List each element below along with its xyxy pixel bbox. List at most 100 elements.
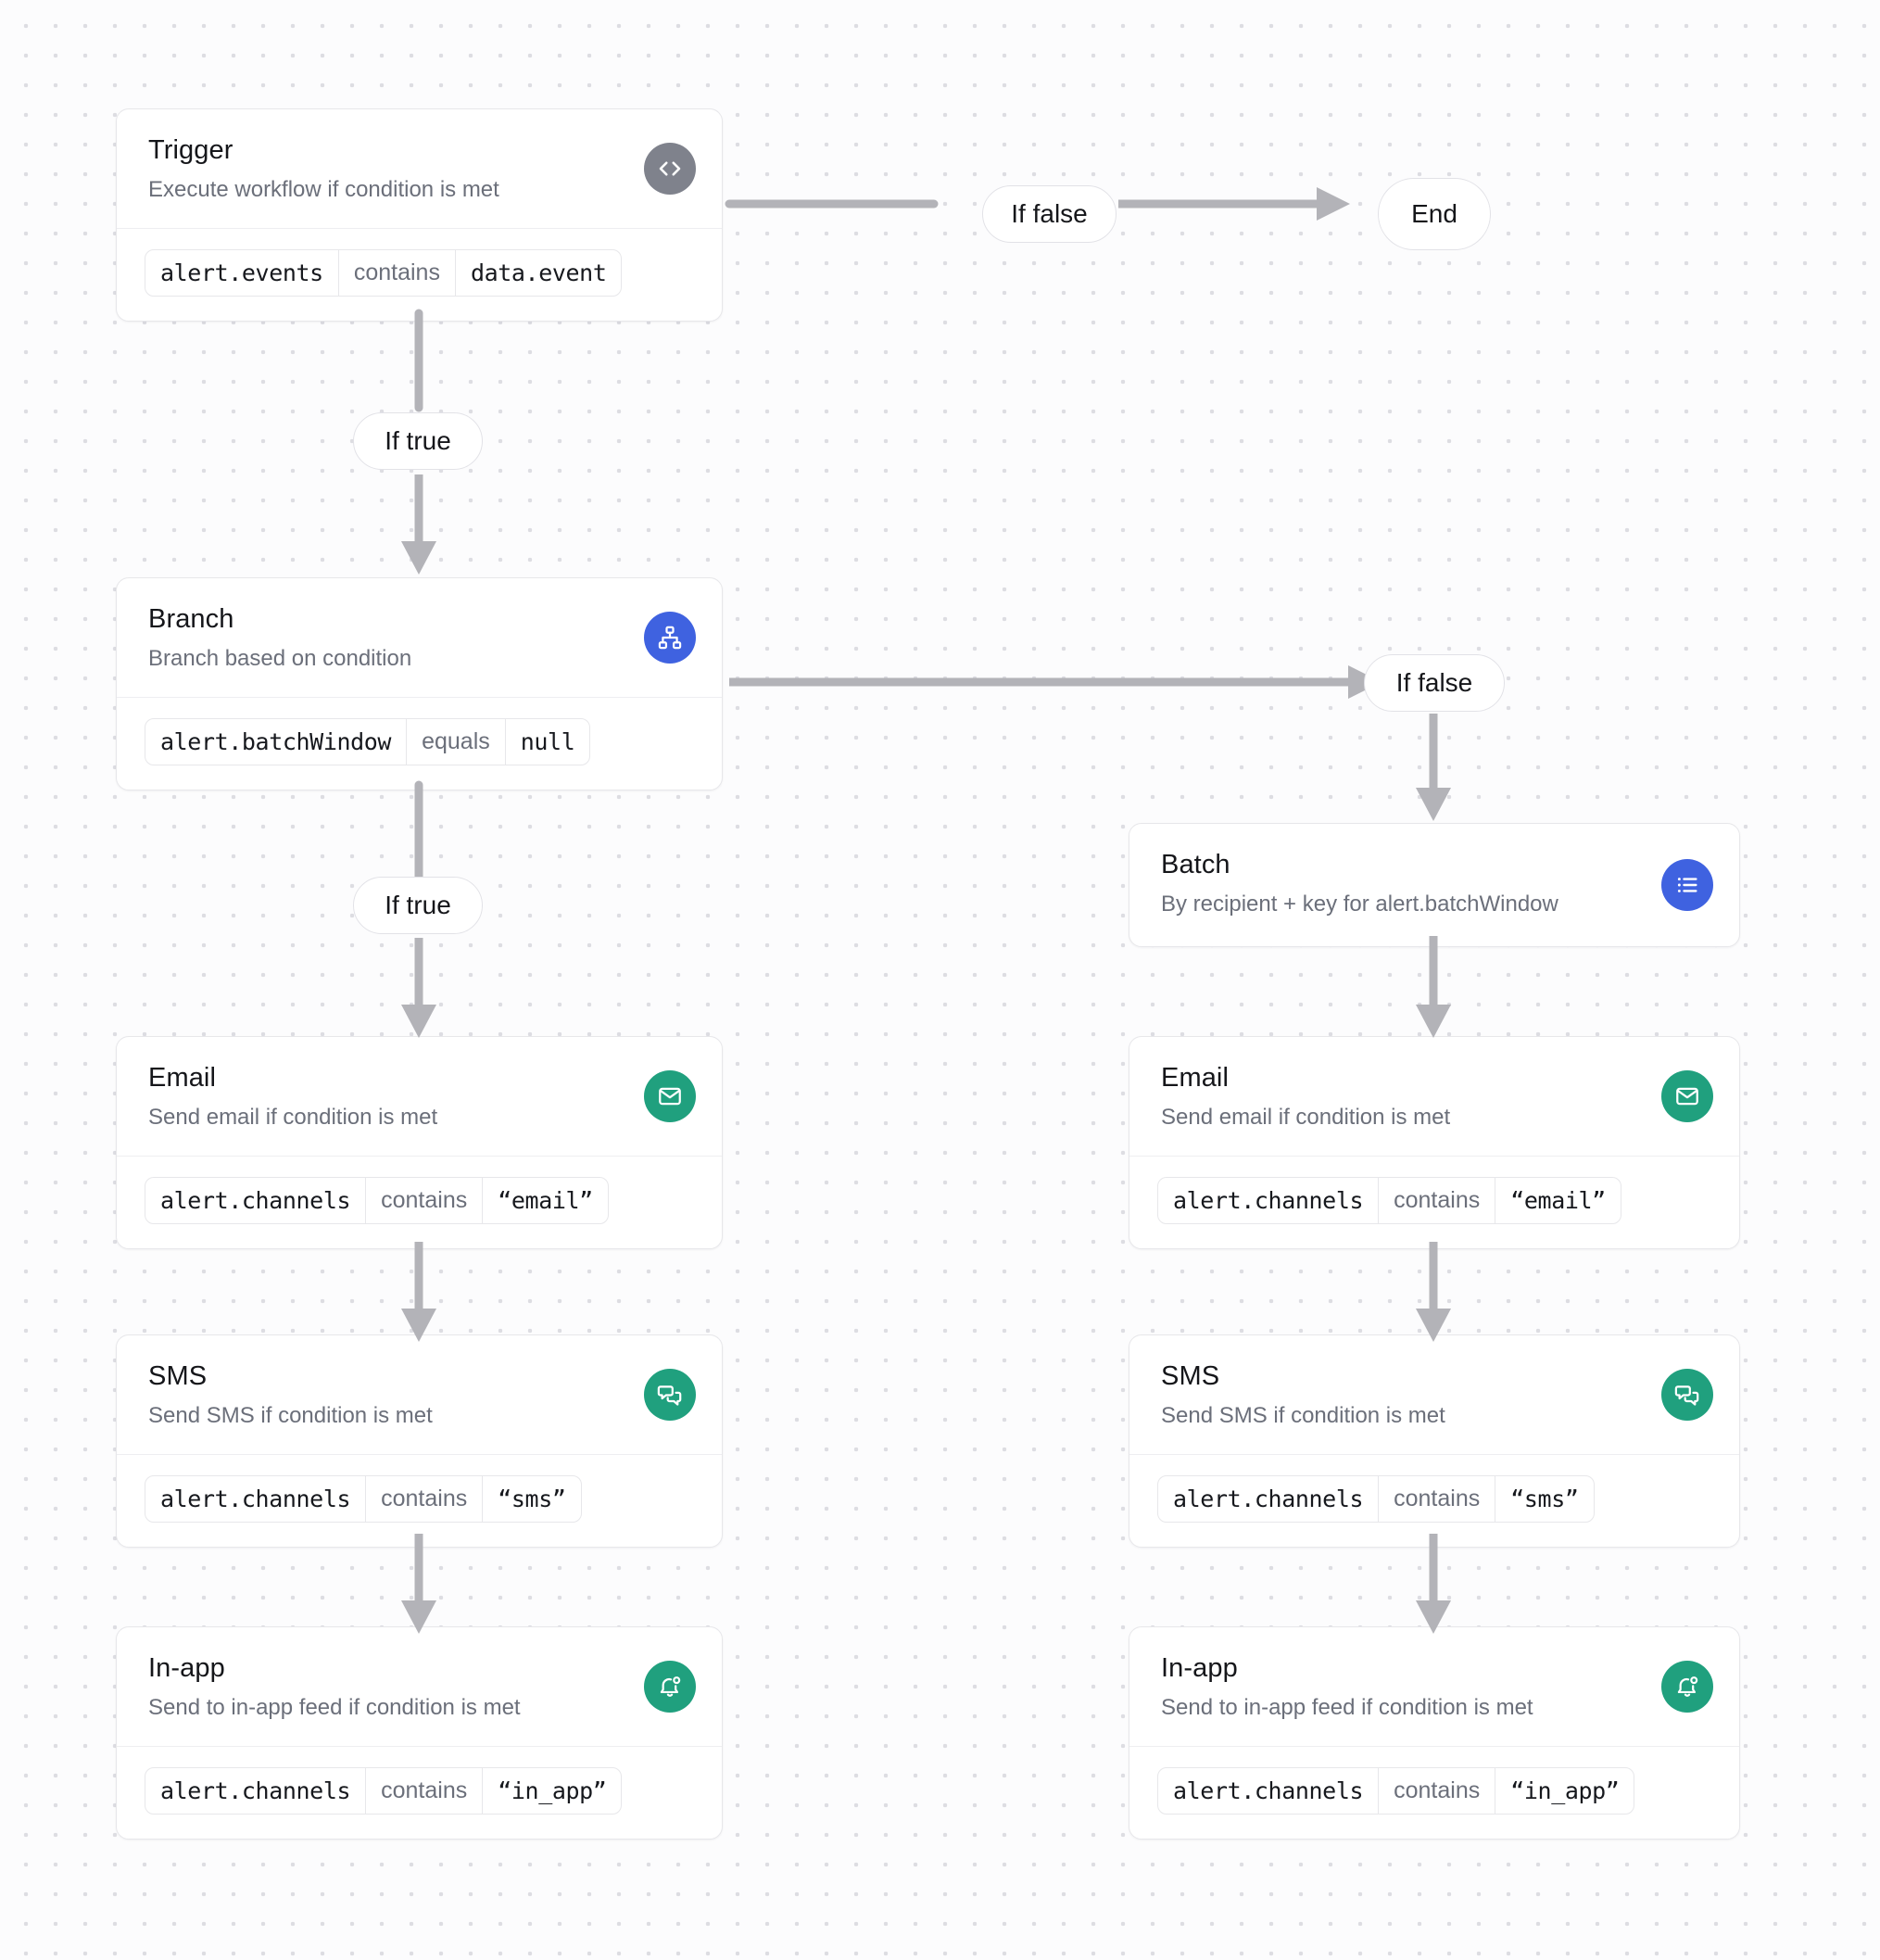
condition-value: data.event bbox=[470, 259, 607, 287]
node-sms-left-condition[interactable]: alert.channels contains “sms” bbox=[117, 1454, 722, 1547]
node-inapp-right-title: In-app bbox=[1161, 1653, 1238, 1683]
condition-field: alert.channels bbox=[1173, 1187, 1364, 1215]
node-email-right-subtitle: Send email if condition is met bbox=[1161, 1105, 1451, 1131]
node-inapp-left-header: In-app Send to in-app feed if condition … bbox=[117, 1627, 722, 1746]
edge-label-text: If true bbox=[385, 891, 451, 919]
chat-bubbles-icon bbox=[644, 1369, 696, 1422]
edge-label-trigger-if-false[interactable]: If false bbox=[982, 185, 1117, 243]
node-trigger-title: Trigger bbox=[148, 135, 233, 165]
node-email-right-condition[interactable]: alert.channels contains “email” bbox=[1129, 1156, 1739, 1248]
condition-value: “in_app” bbox=[498, 1777, 607, 1805]
edge-label-text: If true bbox=[385, 426, 451, 455]
edge-label-branch-if-true[interactable]: If true bbox=[353, 877, 483, 934]
edge-email-to-sms-left bbox=[398, 1242, 439, 1344]
node-batch-header: Batch By recipient + key for alert.batch… bbox=[1129, 824, 1739, 946]
edge-iftrue-to-branch bbox=[398, 474, 439, 576]
node-email-left-header: Email Send email if condition is met bbox=[117, 1037, 722, 1156]
node-batch[interactable]: Batch By recipient + key for alert.batch… bbox=[1129, 823, 1740, 948]
node-email-right[interactable]: Email Send email if condition is met ale… bbox=[1129, 1036, 1740, 1250]
condition-group[interactable]: alert.channels contains “sms” bbox=[1157, 1475, 1595, 1524]
node-inapp-right-header: In-app Send to in-app feed if condition … bbox=[1129, 1627, 1739, 1746]
condition-group[interactable]: alert.channels contains “email” bbox=[1157, 1177, 1621, 1225]
condition-value: “sms” bbox=[1510, 1486, 1579, 1513]
condition-operator: contains bbox=[365, 1178, 484, 1224]
edge-email-to-sms-right bbox=[1413, 1242, 1454, 1344]
node-branch-condition[interactable]: alert.batchWindow equals null bbox=[117, 697, 722, 790]
node-sms-right-title: SMS bbox=[1161, 1361, 1220, 1391]
condition-group[interactable]: alert.channels contains “email” bbox=[145, 1177, 609, 1225]
edge-label-branch-if-false[interactable]: If false bbox=[1364, 654, 1505, 712]
condition-group[interactable]: alert.channels contains “sms” bbox=[145, 1475, 582, 1524]
condition-group[interactable]: alert.batchWindow equals null bbox=[145, 718, 591, 766]
node-branch-header: Branch Branch based on condition bbox=[117, 578, 722, 697]
node-trigger-header: Trigger Execute workflow if condition is… bbox=[117, 109, 722, 228]
node-batch-title: Batch bbox=[1161, 850, 1230, 879]
edge-label-text: If false bbox=[1011, 199, 1088, 228]
edge-iftrue-to-email-left bbox=[398, 938, 439, 1040]
edge-branch-to-iftrue bbox=[411, 780, 426, 884]
condition-value: “email” bbox=[1510, 1187, 1606, 1215]
edge-sms-to-inapp-left bbox=[398, 1534, 439, 1636]
condition-value: “sms” bbox=[498, 1486, 566, 1513]
condition-group[interactable]: alert.events contains data.event bbox=[145, 249, 623, 297]
bell-dot-icon bbox=[1661, 1661, 1713, 1713]
node-email-right-header: Email Send email if condition is met bbox=[1129, 1037, 1739, 1156]
list-icon bbox=[1661, 859, 1713, 912]
edge-trigger-to-iftrue bbox=[411, 309, 426, 412]
node-inapp-left-subtitle: Send to in-app feed if condition is met bbox=[148, 1695, 521, 1721]
code-icon bbox=[644, 143, 696, 196]
condition-field: alert.channels bbox=[1173, 1486, 1364, 1513]
condition-field: alert.channels bbox=[160, 1777, 351, 1805]
envelope-icon bbox=[644, 1070, 696, 1123]
condition-operator: contains bbox=[365, 1768, 484, 1815]
condition-operator: contains bbox=[1378, 1768, 1496, 1815]
node-email-left-title: Email bbox=[148, 1063, 217, 1093]
node-sms-right-condition[interactable]: alert.channels contains “sms” bbox=[1129, 1454, 1739, 1547]
edge-label-text: If false bbox=[1395, 668, 1473, 697]
node-email-right-title: Email bbox=[1161, 1063, 1230, 1093]
node-inapp-right[interactable]: In-app Send to in-app feed if condition … bbox=[1129, 1626, 1740, 1840]
node-email-left[interactable]: Email Send email if condition is met ale… bbox=[116, 1036, 723, 1250]
condition-field: alert.batchWindow bbox=[160, 728, 392, 756]
node-email-left-subtitle: Send email if condition is met bbox=[148, 1105, 438, 1131]
node-branch[interactable]: Branch Branch based on condition alert.b… bbox=[116, 577, 723, 791]
bell-dot-icon bbox=[644, 1661, 696, 1713]
condition-group[interactable]: alert.channels contains “in_app” bbox=[1157, 1767, 1635, 1815]
condition-operator: contains bbox=[365, 1476, 484, 1523]
edge-trigger-to-iffalse bbox=[725, 196, 939, 211]
edge-branch-to-iffalse bbox=[727, 660, 1385, 704]
condition-value: null bbox=[520, 728, 575, 756]
node-sms-left[interactable]: SMS Send SMS if condition is met alert.c… bbox=[116, 1334, 723, 1549]
condition-field: alert.events bbox=[160, 259, 323, 287]
node-trigger-condition[interactable]: alert.events contains data.event bbox=[117, 228, 722, 321]
chat-bubbles-icon bbox=[1661, 1369, 1713, 1422]
sitemap-icon bbox=[644, 612, 696, 664]
node-email-left-condition[interactable]: alert.channels contains “email” bbox=[117, 1156, 722, 1248]
condition-value: “in_app” bbox=[1510, 1777, 1620, 1805]
node-inapp-left[interactable]: In-app Send to in-app feed if condition … bbox=[116, 1626, 723, 1840]
edge-iffalse-to-end bbox=[1117, 182, 1353, 226]
node-inapp-left-title: In-app bbox=[148, 1653, 225, 1683]
edge-label-trigger-if-true[interactable]: If true bbox=[353, 412, 483, 470]
node-sms-left-subtitle: Send SMS if condition is met bbox=[148, 1403, 433, 1429]
condition-operator: contains bbox=[1378, 1178, 1496, 1224]
node-sms-right[interactable]: SMS Send SMS if condition is met alert.c… bbox=[1129, 1334, 1740, 1549]
edge-batch-to-email-right bbox=[1413, 936, 1454, 1040]
condition-field: alert.channels bbox=[160, 1187, 351, 1215]
condition-group[interactable]: alert.channels contains “in_app” bbox=[145, 1767, 623, 1815]
node-sms-right-header: SMS Send SMS if condition is met bbox=[1129, 1335, 1739, 1454]
node-inapp-right-condition[interactable]: alert.channels contains “in_app” bbox=[1129, 1746, 1739, 1839]
node-sms-right-subtitle: Send SMS if condition is met bbox=[1161, 1403, 1445, 1429]
condition-operator: equals bbox=[406, 719, 506, 765]
node-inapp-left-condition[interactable]: alert.channels contains “in_app” bbox=[117, 1746, 722, 1839]
end-node[interactable]: End bbox=[1378, 178, 1491, 250]
condition-field: alert.channels bbox=[1173, 1777, 1364, 1805]
node-sms-left-title: SMS bbox=[148, 1361, 208, 1391]
node-inapp-right-subtitle: Send to in-app feed if condition is met bbox=[1161, 1695, 1533, 1721]
node-trigger-subtitle: Execute workflow if condition is met bbox=[148, 177, 499, 203]
condition-operator: contains bbox=[337, 250, 456, 297]
edge-iffalse-to-batch bbox=[1413, 714, 1454, 823]
envelope-icon bbox=[1661, 1070, 1713, 1123]
node-trigger[interactable]: Trigger Execute workflow if condition is… bbox=[116, 108, 723, 322]
